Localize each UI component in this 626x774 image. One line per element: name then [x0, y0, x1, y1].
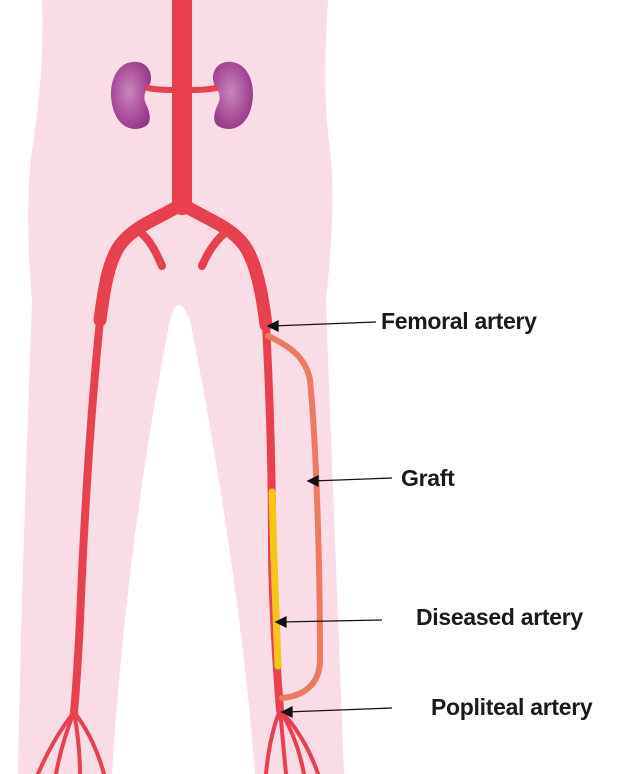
label-diseased-artery: Diseased artery [416, 604, 583, 630]
label-femoral-artery: Femoral artery [381, 308, 537, 334]
label-popliteal-artery: Popliteal artery [431, 694, 593, 720]
labels: Femoral artery Graft Diseased artery Pop… [381, 308, 593, 720]
label-graft: Graft [401, 465, 455, 491]
